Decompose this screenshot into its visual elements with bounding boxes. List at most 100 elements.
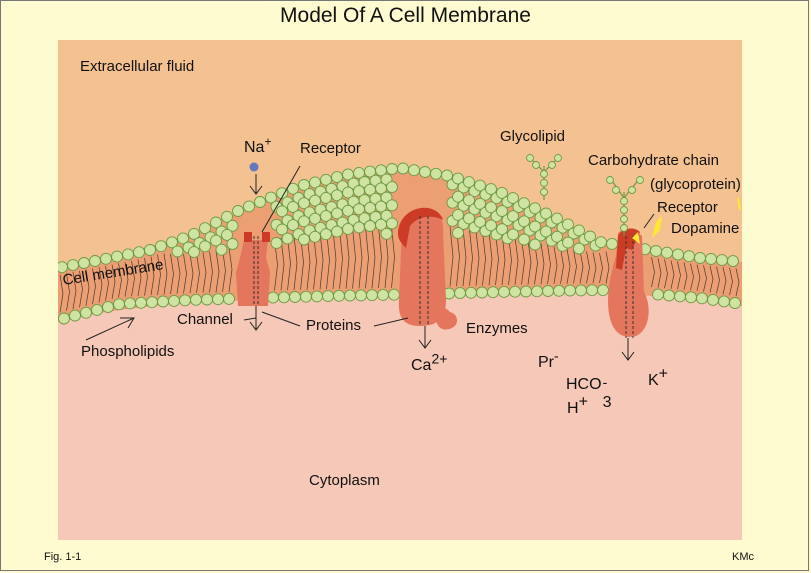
phospholipid-head bbox=[355, 289, 367, 302]
phospholipid-head bbox=[419, 166, 431, 178]
phospholipid-head bbox=[595, 236, 607, 249]
sodium-ion bbox=[249, 162, 259, 172]
phospholipid-head bbox=[309, 230, 321, 243]
phospholipid-head bbox=[91, 303, 103, 316]
phospholipid-head bbox=[452, 172, 464, 185]
membrane-core bbox=[58, 170, 742, 322]
phospholipid-head bbox=[540, 207, 552, 220]
phospholipid-head bbox=[331, 171, 343, 184]
phospholipid-head bbox=[674, 290, 686, 303]
phospholipid-head bbox=[177, 232, 189, 245]
phospholipid-head bbox=[454, 287, 466, 300]
phospholipid-head bbox=[485, 183, 497, 196]
phospholipid-head bbox=[298, 179, 310, 191]
proteins-pointer-left bbox=[261, 311, 301, 327]
phospholipid-head bbox=[388, 288, 400, 301]
phospholipid-head bbox=[612, 186, 620, 194]
phospholipid-head bbox=[474, 215, 486, 228]
calcium-label: Ca2+ bbox=[411, 352, 447, 374]
figure-number: Fig. 1-1 bbox=[44, 551, 82, 563]
phospholipid-head bbox=[496, 223, 508, 236]
phospholipid-head bbox=[226, 238, 239, 250]
phospholipid-head bbox=[463, 194, 475, 207]
phospholipid-head bbox=[135, 296, 147, 309]
phospholipid-head bbox=[320, 173, 332, 186]
channel-label: Channel bbox=[177, 311, 233, 328]
phospholipid-head bbox=[366, 289, 378, 302]
potassium-symbol: K bbox=[648, 372, 659, 389]
phospholipid-head bbox=[166, 236, 178, 249]
phospholipid-head bbox=[496, 186, 508, 199]
phospholipid-head bbox=[80, 306, 92, 319]
phospholipid-head bbox=[157, 295, 169, 308]
phospholipid-head bbox=[529, 238, 541, 251]
phospholipid-head bbox=[672, 248, 684, 261]
phospholipid-head bbox=[606, 237, 618, 250]
proteinate-symbol: Pr bbox=[538, 354, 554, 371]
phospholipid-head bbox=[551, 230, 563, 243]
phospholipid-head bbox=[300, 290, 312, 303]
phospholipid-head bbox=[531, 285, 543, 298]
phospholipid-head bbox=[465, 286, 477, 299]
phospholipid-head bbox=[333, 289, 345, 302]
hydrogen-charge: + bbox=[578, 393, 588, 411]
phospholipid-head bbox=[683, 250, 695, 263]
phospholipid-head bbox=[201, 293, 213, 306]
phospholipid-head bbox=[606, 176, 614, 184]
channel-pointer bbox=[243, 317, 257, 321]
phospholipid-head bbox=[716, 254, 728, 267]
phospholipid-head bbox=[168, 294, 180, 307]
phospholipid-head bbox=[298, 233, 310, 246]
phospholipid-head bbox=[597, 284, 609, 297]
phospholipid-head bbox=[507, 192, 519, 205]
phospholipid-head bbox=[507, 228, 519, 241]
phospholipid-head bbox=[520, 285, 532, 298]
dopamine-marker bbox=[737, 197, 741, 211]
phospholipid-head bbox=[620, 206, 628, 214]
sodium-charge: + bbox=[264, 134, 272, 149]
phospholipid-head bbox=[663, 289, 675, 302]
bicarbonate-label: HCO-3 bbox=[566, 375, 612, 411]
phospholipid-head bbox=[540, 170, 548, 178]
phospholipid-head bbox=[364, 220, 376, 232]
phospholipid-head bbox=[463, 212, 475, 225]
phospholipid-head bbox=[696, 292, 708, 305]
phospholipid-head bbox=[113, 298, 125, 311]
proteins-pointer-right bbox=[373, 317, 409, 327]
phospholipid-head bbox=[430, 167, 442, 180]
phospholipid-head bbox=[518, 215, 530, 228]
phospholipid-head bbox=[386, 199, 398, 212]
phospholipid-head bbox=[474, 179, 486, 192]
dopamine-binding bbox=[632, 232, 640, 244]
glycolipid-chain bbox=[526, 154, 562, 200]
glycolipid-label: Glycolipid bbox=[500, 128, 566, 145]
phospholipid-head bbox=[452, 227, 464, 239]
proteinate-label: Pr- bbox=[538, 349, 559, 371]
transport-protein bbox=[398, 207, 446, 326]
phospholipid-head bbox=[408, 164, 420, 177]
phospholipid-head bbox=[474, 197, 486, 210]
phospholipid-head bbox=[144, 244, 156, 256]
receptor-label-right: Receptor bbox=[657, 199, 718, 216]
sodium-symbol: Na bbox=[244, 139, 265, 156]
phospholipid-head bbox=[133, 246, 145, 259]
phospholipid-head bbox=[532, 161, 540, 169]
phospholipid-head bbox=[485, 219, 497, 232]
phospholipid-head bbox=[573, 224, 585, 237]
phospholipid-head bbox=[223, 292, 235, 305]
phospholipid-head bbox=[573, 242, 585, 255]
phospholipid-head bbox=[620, 197, 628, 205]
calcium-charge: 2+ bbox=[431, 350, 448, 367]
phospholipid-head bbox=[542, 285, 554, 297]
phospholipid-head bbox=[243, 200, 255, 213]
enzyme-shape bbox=[435, 307, 458, 330]
phospholipid-head bbox=[584, 230, 596, 243]
phospholipid-head bbox=[320, 210, 332, 223]
phospholipid-head bbox=[267, 291, 279, 304]
extracellular-fluid-label: Extracellular fluid bbox=[80, 58, 195, 75]
phospholipid-head bbox=[452, 190, 464, 203]
glycoprotein-chain bbox=[606, 176, 644, 236]
phospholipid-head bbox=[487, 286, 499, 299]
phospholipid-head bbox=[232, 205, 244, 217]
